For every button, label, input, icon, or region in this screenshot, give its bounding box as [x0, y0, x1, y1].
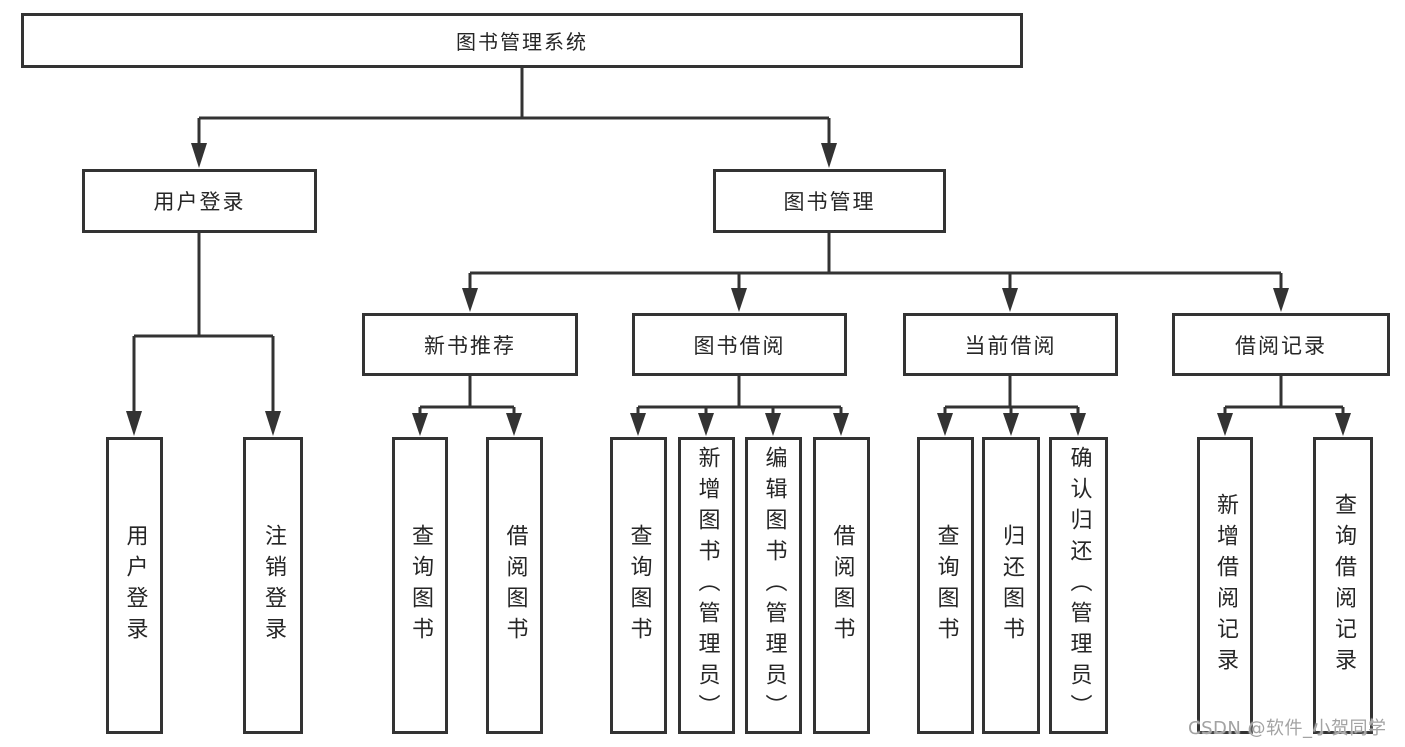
arrowhead-user-login-node [191, 143, 207, 168]
arrowhead-leaf-add-record [1217, 413, 1233, 436]
leaf-confirm-return-admin: 确认归还（管理员） [1049, 437, 1108, 734]
node-user-login: 用户登录 [82, 169, 317, 233]
node-book-borrowing: 图书借阅 [632, 313, 847, 376]
connector-user-login-to-leaves [132, 233, 275, 414]
arrowhead-leaf-edit-books [765, 413, 781, 436]
arrowhead-leaf-logout [265, 411, 281, 436]
node-new-book-recommendation: 新书推荐 [362, 313, 578, 376]
arrowhead-leaf-query-record [1335, 413, 1351, 436]
leaf-add-books-admin: 新增图书（管理员） [678, 437, 735, 734]
arrowhead-leaf-query-books-1 [412, 413, 428, 436]
leaf-edit-books-admin: 编辑图书（管理员） [745, 437, 802, 734]
arrowhead-leaf-query-books-2 [630, 413, 646, 436]
connector-new-book-recommendation-to-leaves [418, 376, 516, 417]
leaf-user-login: 用户登录 [106, 437, 163, 734]
connector-book-borrowing-to-leaves [636, 376, 843, 417]
arrowhead-leaf-borrow-books-1 [506, 413, 522, 436]
arrowhead-current-borrowing [1002, 288, 1018, 312]
node-current-borrowing: 当前借阅 [903, 313, 1118, 376]
leaf-add-borrowing-record: 新增借阅记录 [1197, 437, 1253, 734]
connector-book-management-to-level3 [468, 233, 1283, 291]
arrowhead-leaf-user-login [126, 411, 142, 436]
leaf-borrow-books-recommend: 借阅图书 [486, 437, 543, 734]
leaf-logout-login: 注销登录 [243, 437, 303, 734]
arrowhead-leaf-confirm-return [1070, 413, 1086, 436]
leaf-query-books-borrowing: 查询图书 [610, 437, 667, 734]
node-library-management-system: 图书管理系统 [21, 13, 1023, 68]
node-book-management: 图书管理 [713, 169, 946, 233]
arrowhead-leaf-query-books-3 [937, 413, 953, 436]
connector-current-borrowing-to-leaves [943, 376, 1080, 417]
connector-root-to-level2 [197, 68, 831, 146]
leaf-return-books: 归还图书 [982, 437, 1040, 734]
csdn-watermark: CSDN @软件_小贺同学 [1188, 718, 1387, 739]
arrowhead-borrowing-records [1273, 288, 1289, 312]
arrowhead-leaf-add-books [698, 413, 714, 436]
arrowhead-leaf-return-books [1003, 413, 1019, 436]
leaf-borrow-books-borrowing: 借阅图书 [813, 437, 870, 734]
arrowhead-book-management-node [821, 143, 837, 168]
leaf-query-books-current: 查询图书 [917, 437, 974, 734]
connector-borrowing-records-to-leaves [1223, 376, 1345, 417]
node-borrowing-records: 借阅记录 [1172, 313, 1390, 376]
leaf-query-books-recommend: 查询图书 [392, 437, 448, 734]
arrowhead-new-book-recommendation [462, 288, 478, 312]
arrowhead-leaf-borrow-books-2 [833, 413, 849, 436]
leaf-query-borrowing-record: 查询借阅记录 [1313, 437, 1373, 734]
arrowhead-book-borrowing [731, 288, 747, 312]
